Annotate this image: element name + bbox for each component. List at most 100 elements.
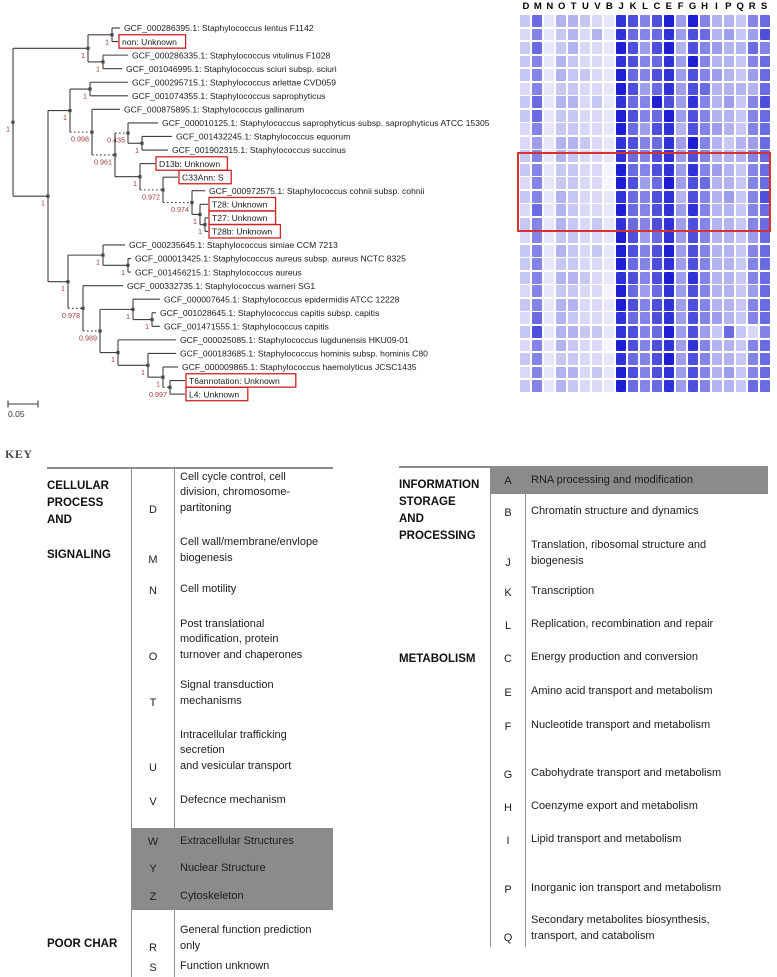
heatmap-cell bbox=[543, 136, 555, 149]
cog-letter: F bbox=[490, 702, 525, 736]
taxon-label: GCF_000013425.1: Staphylococcus aureus s… bbox=[135, 254, 406, 264]
heatmap-cell bbox=[759, 177, 770, 190]
heatmap-cell bbox=[735, 150, 747, 163]
heatmap-cell bbox=[603, 217, 615, 230]
heatmap-cell bbox=[687, 204, 699, 217]
heatmap-cell bbox=[651, 231, 663, 244]
cog-letter: P bbox=[490, 850, 525, 899]
heatmap-cell bbox=[567, 28, 579, 41]
heatmap-cell bbox=[627, 123, 639, 136]
heatmap-cell bbox=[615, 312, 627, 325]
heatmap-cell bbox=[663, 69, 675, 81]
heatmap-cell bbox=[651, 190, 663, 203]
heatmap-column-header: O bbox=[557, 1, 566, 12]
heatmap-cell bbox=[627, 285, 639, 298]
heatmap-cell bbox=[711, 380, 723, 392]
support-value: 1 bbox=[63, 113, 67, 122]
heatmap-cell bbox=[711, 69, 723, 81]
heatmap-cell bbox=[639, 163, 651, 176]
heatmap-cell bbox=[567, 163, 579, 176]
heatmap-cell bbox=[567, 380, 579, 392]
heatmap-cell bbox=[531, 82, 543, 95]
heatmap-cell bbox=[735, 353, 747, 365]
heatmap-cell bbox=[747, 28, 759, 41]
heatmap-cell bbox=[711, 190, 723, 203]
heatmap-cell bbox=[747, 244, 759, 257]
heatmap-cell bbox=[687, 42, 699, 54]
heatmap-cell bbox=[615, 298, 627, 311]
heatmap-cell bbox=[555, 231, 567, 244]
heatmap-cell bbox=[579, 244, 591, 257]
heatmap-cell bbox=[639, 69, 651, 81]
taxon-label: GCF_001456215.1: Staphylococcus aureus bbox=[135, 267, 302, 277]
heatmap-cell bbox=[651, 15, 663, 27]
heatmap-cell bbox=[579, 258, 591, 271]
heatmap-cell bbox=[531, 28, 543, 41]
heatmap-cell bbox=[651, 244, 663, 257]
heatmap-cell bbox=[639, 82, 651, 95]
heatmap-cell bbox=[555, 366, 567, 379]
heatmap-cell bbox=[663, 204, 675, 217]
heatmap-cell bbox=[699, 298, 711, 311]
heatmap-cell bbox=[615, 96, 627, 109]
heatmap-cell bbox=[639, 109, 651, 122]
heatmap-cell bbox=[651, 109, 663, 122]
heatmap-cell bbox=[723, 123, 735, 136]
support-value: 1 bbox=[96, 258, 100, 267]
heatmap-cell bbox=[639, 42, 651, 54]
heatmap-cell bbox=[723, 190, 735, 203]
cog-description: Lipid transport and metabolism bbox=[525, 817, 768, 850]
heatmap-column-header: M bbox=[533, 1, 542, 12]
cog-letter: Y bbox=[131, 855, 174, 883]
heatmap-cell bbox=[543, 15, 555, 27]
heatmap-cell bbox=[747, 136, 759, 149]
heatmap-cell bbox=[687, 353, 699, 365]
taxon-label: T27: Unknown bbox=[212, 213, 268, 223]
heatmap-cell bbox=[567, 231, 579, 244]
cog-letter: U bbox=[131, 712, 174, 777]
heatmap-cell bbox=[651, 366, 663, 379]
heatmap-cell bbox=[699, 339, 711, 352]
heatmap-cell bbox=[711, 82, 723, 95]
heatmap-cell bbox=[531, 380, 543, 392]
key-row bbox=[47, 910, 333, 922]
heatmap-cell bbox=[651, 163, 663, 176]
heatmap-cell bbox=[520, 136, 531, 149]
heatmap-cell bbox=[639, 366, 651, 379]
taxon-label: GCF_000183685.1: Staphylococcus hominis … bbox=[180, 349, 428, 359]
heatmap-cell bbox=[639, 285, 651, 298]
heatmap-cell bbox=[663, 298, 675, 311]
cog-description bbox=[174, 910, 333, 922]
heatmap-cell bbox=[651, 55, 663, 68]
heatmap-cell bbox=[699, 366, 711, 379]
key-category-spacer bbox=[47, 855, 131, 883]
heatmap-cell bbox=[735, 204, 747, 217]
cog-letter: O bbox=[131, 600, 174, 666]
heatmap-cell bbox=[675, 190, 687, 203]
heatmap-cell bbox=[591, 366, 603, 379]
heatmap-cell bbox=[603, 271, 615, 284]
heatmap-cell bbox=[699, 217, 711, 230]
heatmap-cell bbox=[579, 217, 591, 230]
heatmap-cell bbox=[531, 96, 543, 109]
heatmap-cell bbox=[579, 204, 591, 217]
heatmap-cell bbox=[711, 353, 723, 365]
heatmap-cell bbox=[615, 380, 627, 392]
heatmap-cell bbox=[615, 150, 627, 163]
heatmap-cell bbox=[675, 82, 687, 95]
heatmap-cell bbox=[651, 204, 663, 217]
heatmap-cell bbox=[723, 353, 735, 365]
heatmap-cell bbox=[615, 55, 627, 68]
taxon-label: D13b: Unknown bbox=[159, 159, 220, 169]
key-category-label: SIGNALING bbox=[47, 549, 111, 561]
heatmap-cell bbox=[603, 258, 615, 271]
heatmap-cell bbox=[735, 28, 747, 41]
heatmap-cell bbox=[747, 96, 759, 109]
heatmap-cell bbox=[663, 96, 675, 109]
key-category-spacer bbox=[47, 957, 131, 977]
heatmap-cell bbox=[603, 339, 615, 352]
cog-letter: R bbox=[131, 922, 174, 957]
